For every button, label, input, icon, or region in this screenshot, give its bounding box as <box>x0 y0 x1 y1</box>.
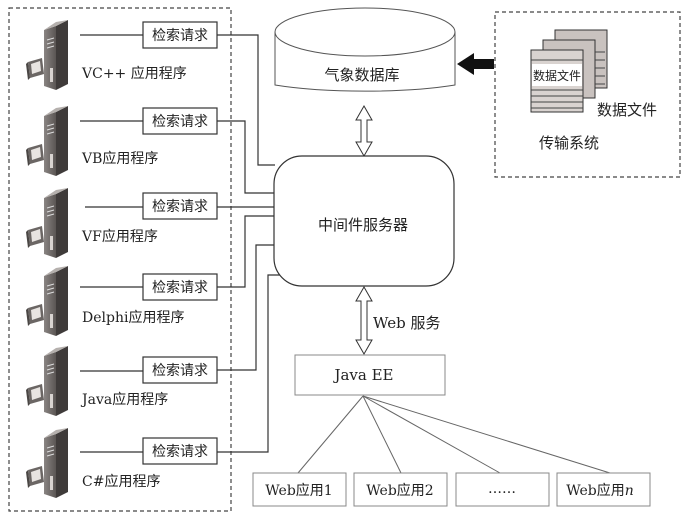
web-app-suffix: n <box>625 483 634 499</box>
web-app-label: Web应用1 <box>265 482 332 499</box>
web-service-double-arrow <box>355 285 373 356</box>
request-label: 检索请求 <box>152 279 208 296</box>
server-icon <box>25 427 69 499</box>
connector-line <box>362 395 611 474</box>
request-box <box>142 437 218 465</box>
server-icon <box>25 265 69 337</box>
document-stack-icon: 数据文件 <box>530 29 608 113</box>
web-app-box: …… <box>455 472 550 507</box>
web-app-label: Web应用n <box>566 482 634 499</box>
request-box <box>142 192 218 220</box>
javaee-label: Java EE <box>332 366 393 384</box>
database-label: 气象数据库 <box>324 66 399 84</box>
request-label: 检索请求 <box>152 362 208 379</box>
connector-line <box>362 395 501 474</box>
server-icon <box>25 105 69 177</box>
server-icon <box>25 187 69 259</box>
app-label: Java应用程序 <box>80 391 168 408</box>
transfer-arrow-icon <box>457 53 494 75</box>
web-app-box: Web应用2 <box>353 472 448 507</box>
connector-line <box>217 215 275 288</box>
client-app-row: 检索请求 Java应用程序 <box>25 345 218 417</box>
app-label: VC++ 应用程序 <box>81 65 187 82</box>
connector-line <box>297 395 364 474</box>
request-label: 检索请求 <box>152 443 208 460</box>
connector-line <box>217 244 275 371</box>
app-label: VB应用程序 <box>81 150 158 167</box>
server-icon <box>25 19 69 91</box>
request-label: 检索请求 <box>152 27 208 44</box>
transfer-system-group: 数据文件 数据文件 传输系统 <box>494 11 681 178</box>
weather-database: 气象数据库 <box>274 7 456 92</box>
web-app-label-text: Web应用 <box>566 482 625 499</box>
client-app-row: 检索请求 VF应用程序 <box>25 187 218 259</box>
request-label: 检索请求 <box>152 198 208 215</box>
data-file-label: 数据文件 <box>597 101 657 119</box>
server-icon <box>25 345 69 417</box>
web-service-label: Web 服务 <box>373 314 440 332</box>
client-app-row: 检索请求 VC++ 应用程序 <box>25 19 218 91</box>
web-app-box: Web应用n <box>556 472 651 507</box>
client-app-row: 检索请求 VB应用程序 <box>25 105 218 177</box>
connector-line <box>217 34 275 166</box>
file-icon-label: 数据文件 <box>533 68 581 83</box>
web-app-box: Web应用1 <box>252 472 347 507</box>
webapp-connectors <box>297 395 611 474</box>
request-box <box>142 273 218 301</box>
app-label: C#应用程序 <box>82 473 160 490</box>
transfer-system-label: 传输系统 <box>539 134 599 152</box>
connector-line <box>217 120 275 194</box>
client-apps-group <box>8 7 232 512</box>
request-box <box>142 356 218 384</box>
connector-line <box>362 395 402 474</box>
middleware-label: 中间件服务器 <box>318 216 408 234</box>
client-app-row: 检索请求 Delphi应用程序 <box>25 265 218 337</box>
request-connectors <box>217 34 280 453</box>
client-app-row: 检索请求 C#应用程序 <box>25 427 218 499</box>
request-label: 检索请求 <box>152 113 208 130</box>
app-label: VF应用程序 <box>81 228 158 245</box>
app-label: Delphi应用程序 <box>82 309 184 326</box>
javaee-box: Java EE <box>294 354 446 396</box>
db-middleware-double-arrow <box>355 104 373 158</box>
middleware-server: 中间件服务器 <box>273 155 455 287</box>
web-app-label: Web应用2 <box>366 482 433 499</box>
web-app-label: …… <box>488 481 516 497</box>
connector-line <box>217 274 280 453</box>
